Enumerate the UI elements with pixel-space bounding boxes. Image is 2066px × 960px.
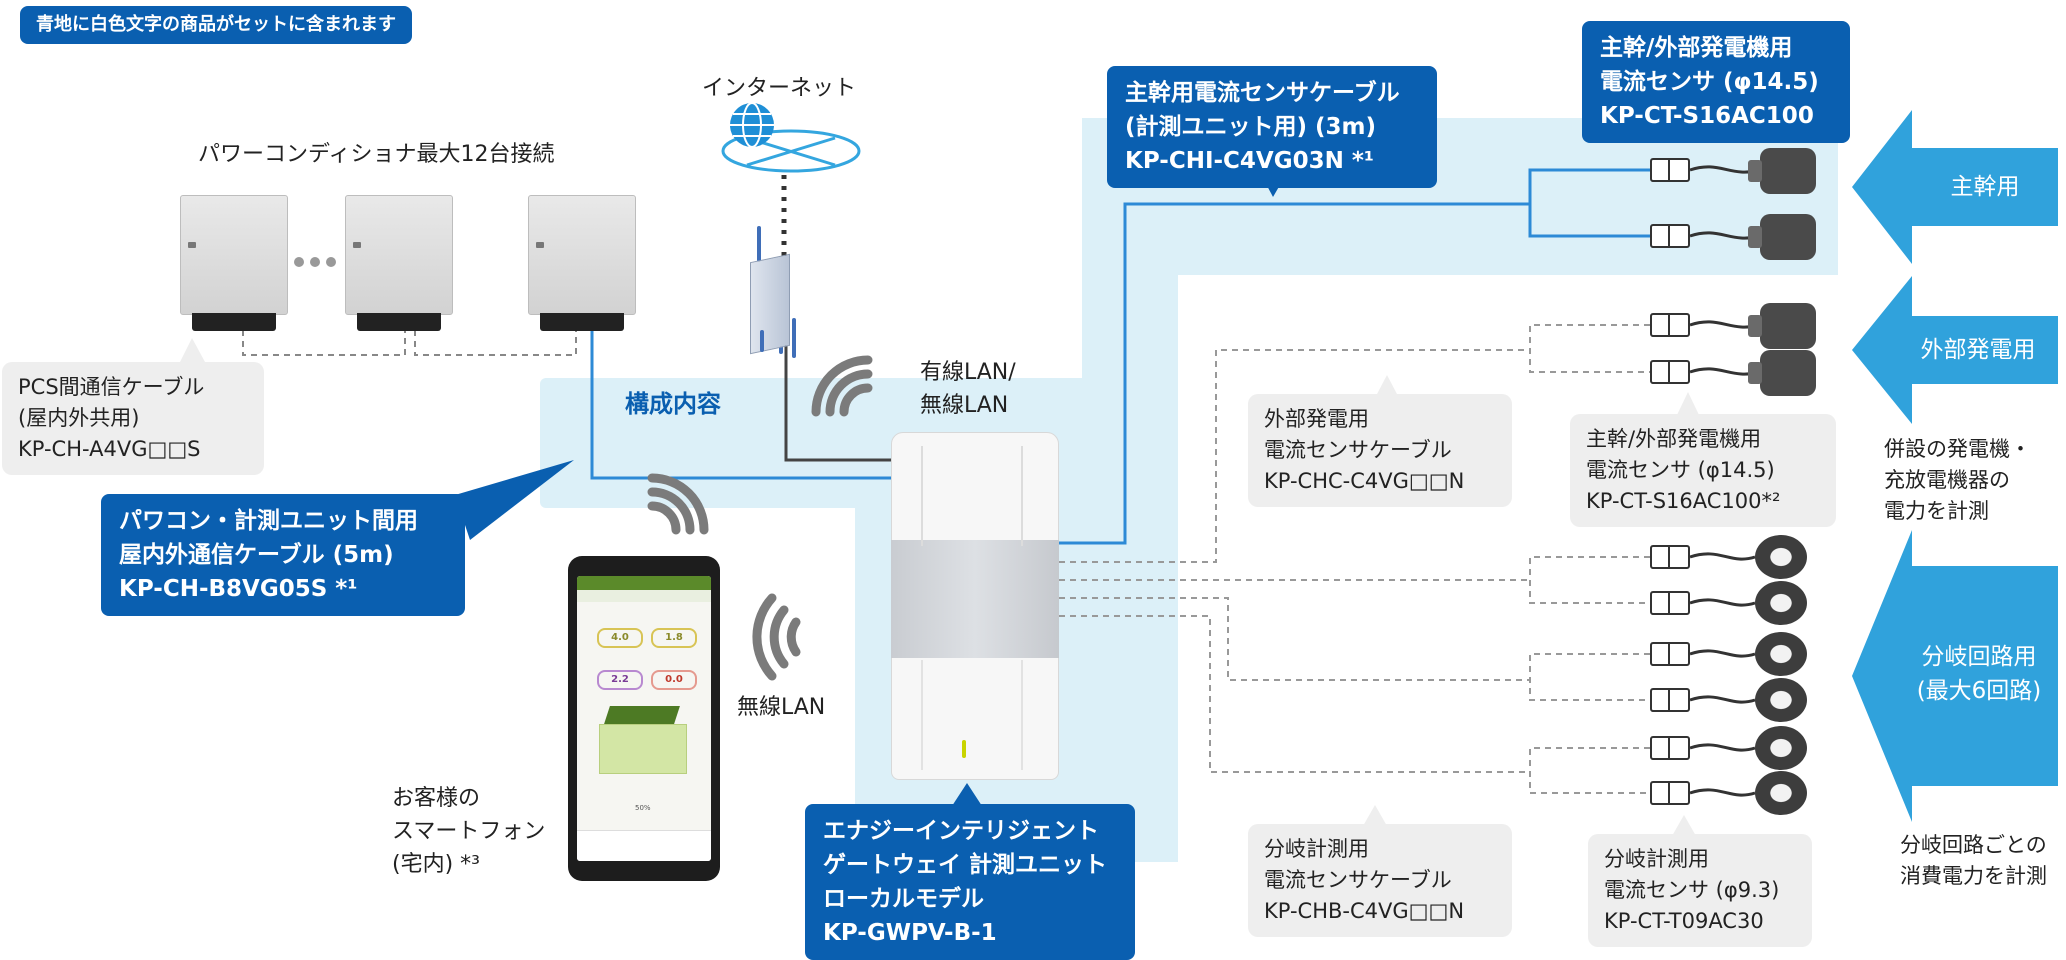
connector-icon bbox=[1650, 545, 1690, 569]
wifi-icon-phone bbox=[647, 473, 709, 535]
ring-sensor-icon bbox=[1755, 581, 1807, 625]
ext-cable-label-pointer bbox=[1376, 375, 1398, 396]
external-note: 併設の発電機・ 充放電機器の 電力を計測 bbox=[1884, 437, 2031, 523]
connector-icon bbox=[1650, 688, 1690, 712]
lan-wired-label: 有線LAN/ 無線LAN bbox=[920, 360, 1016, 418]
smartphone-icon: 4.0 1.8 2.2 0.0 50% bbox=[568, 556, 720, 881]
ext-sensor-split bbox=[1529, 324, 1650, 373]
ring-sensor-icon bbox=[1755, 678, 1807, 722]
connector-icon bbox=[1650, 224, 1690, 248]
lan-wireless-label: 無線LAN bbox=[737, 695, 826, 720]
pcs-ellipsis bbox=[293, 253, 337, 272]
smartphone-label: お客様の スマートフォン (宅内) *³ bbox=[392, 786, 546, 877]
clamp-sensor-icon bbox=[1748, 303, 1816, 349]
wifi-icon-wireless bbox=[752, 593, 801, 681]
branch-note: 分岐回路ごとの 消費電力を計測 bbox=[1900, 833, 2047, 888]
connector-icon bbox=[1650, 313, 1690, 337]
ring-sensor-icon bbox=[1755, 771, 1807, 815]
pcs-cable-label-pointer bbox=[180, 338, 205, 362]
router-gateway-cable bbox=[784, 340, 891, 462]
clamp-sensor-icon bbox=[1748, 214, 1816, 260]
arrow-external-label: 外部発電用 bbox=[1920, 337, 2036, 363]
smartphone-screen: 4.0 1.8 2.2 0.0 50% bbox=[577, 576, 711, 861]
ext-sensor-cable bbox=[1059, 349, 1530, 563]
main-sensor-label: 主幹/外部発電機用 電流センサ (φ14.5) KP-CT-S16AC100 bbox=[1582, 21, 1850, 143]
main-sensor-cable bbox=[1059, 202, 1530, 545]
branch-cable-label: 分岐計測用 電流センサケーブル KP-CHB-C4VG□□N bbox=[1248, 824, 1512, 937]
main-sensor-split bbox=[1528, 168, 1650, 238]
clamp-sensor-icon bbox=[1748, 148, 1816, 194]
arrow-main-shape bbox=[1852, 110, 2058, 264]
branch-cable-label-pointer bbox=[1363, 805, 1387, 826]
internet-label: インターネット bbox=[702, 76, 857, 101]
pcs-link-2 bbox=[414, 330, 577, 356]
ring-sensor-icon bbox=[1755, 632, 1807, 676]
branch-cable-3 bbox=[1059, 615, 1530, 773]
globe-icon bbox=[721, 102, 861, 173]
branch-split-3 bbox=[1529, 747, 1650, 794]
gateway-label: エナジーインテリジェント ゲートウェイ 計測ユニット ローカルモデル KP-GW… bbox=[805, 804, 1135, 960]
main-cable-label: 主幹用電流センサケーブル (計測ユニット用) (3m) KP-CHI-C4VG0… bbox=[1107, 66, 1437, 188]
arrow-branch-shape bbox=[1852, 530, 2058, 822]
pcs-gateway-cable bbox=[590, 330, 891, 480]
connector-icon bbox=[1650, 360, 1690, 384]
arrow-external-shape bbox=[1852, 276, 2058, 424]
connector-icon bbox=[1650, 591, 1690, 615]
ring-sensor-icon bbox=[1755, 535, 1807, 579]
branch-sensor-label-pointer bbox=[1672, 815, 1696, 836]
branch-sensor-label: 分岐計測用 電流センサ (φ9.3) KP-CT-T09AC30 bbox=[1588, 834, 1812, 947]
ext-sensor-label-pointer bbox=[1677, 392, 1699, 415]
connector-icon bbox=[1650, 781, 1690, 805]
ring-sensor-icon bbox=[1755, 726, 1807, 770]
connector-icon bbox=[1650, 642, 1690, 666]
pcs-caption: パワーコンディショナ最大12台接続 bbox=[198, 142, 555, 167]
branch-split-1 bbox=[1529, 556, 1650, 604]
ext-sensor-label: 主幹/外部発電機用 電流センサ (φ14.5) KP-CT-S16AC100*² bbox=[1570, 414, 1836, 527]
clamp-sensor-icon bbox=[1748, 350, 1816, 396]
pcs-link-1 bbox=[242, 330, 406, 356]
config-area-background bbox=[855, 118, 1838, 862]
set-note-badge: 青地に白色文字の商品がセットに含まれます bbox=[20, 6, 412, 44]
config-label: 構成内容 bbox=[625, 390, 721, 418]
arrow-branch-label: 分岐回路用 (最大6回路) bbox=[1916, 644, 2042, 704]
wifi-icon-gateway bbox=[811, 355, 873, 417]
pcs-cable-label: PCS間通信ケーブル (屋内外共用) KP-CH-A4VG□□S bbox=[2, 362, 264, 475]
gateway-label-pointer bbox=[952, 783, 982, 806]
branch-split-2 bbox=[1529, 653, 1650, 701]
connector-icon bbox=[1650, 736, 1690, 760]
powercon-cable-label: パワコン・計測ユニット間用 屋内外通信ケーブル (5m) KP-CH-B8VG0… bbox=[101, 494, 465, 616]
ext-cable-label: 外部発電用 電流センサケーブル KP-CHC-C4VG□□N bbox=[1248, 394, 1512, 507]
connector-icon bbox=[1650, 158, 1690, 182]
branch-cable-2 bbox=[1059, 597, 1530, 681]
powercon-cable-label-pointer bbox=[455, 460, 574, 540]
arrow-main-label: 主幹用 bbox=[1950, 174, 2020, 200]
